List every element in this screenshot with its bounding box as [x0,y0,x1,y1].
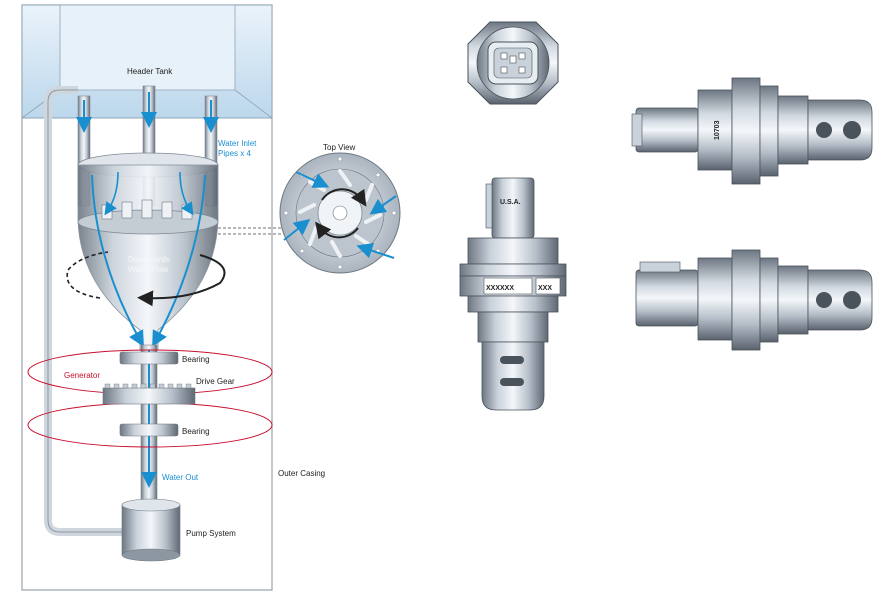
sensor-end-view [467,21,559,105]
drive-gear [102,383,196,405]
label-downwards-2: Water Flow [128,265,168,274]
pump-system [121,498,181,562]
label-bearing-top: Bearing [182,355,210,364]
top-view: Top View [279,143,401,274]
label-drive-gear: Drive Gear [196,377,235,386]
sensor-usa-mark: U.S.A. [500,199,521,206]
label-water-out: Water Out [162,473,199,482]
label-downwards-1: Downwards [128,255,170,264]
label-top-view: Top View [323,143,356,152]
sensor-side-view: U.S.A. XXXXXX XXX [459,177,567,411]
label-bearing-bottom: Bearing [182,427,210,436]
funnel [77,152,219,351]
rotation-arrow [66,251,226,307]
sensor-serial-side: XXX [538,285,552,292]
sensor-horizontal-bottom [635,249,873,351]
bearing-bottom [119,423,179,437]
sensor-serial: XXXXXX [486,285,514,292]
label-pump-system: Pump System [186,529,236,538]
bearing-top [119,351,179,365]
turbine-diagram: Header Tank Water Inlet Pipes x 4 Downwa… [21,4,325,591]
sensor-part-number: 10703 [714,120,721,140]
label-water-inlet-2: Pipes x 4 [218,149,251,158]
label-outer-casing: Outer Casing [278,469,325,478]
label-water-inlet-1: Water Inlet [218,139,257,148]
sensor-horizontal-top: 10703 [631,77,873,185]
label-generator: Generator [64,371,100,380]
header-tank [21,4,273,119]
label-header-tank: Header Tank [127,67,173,76]
